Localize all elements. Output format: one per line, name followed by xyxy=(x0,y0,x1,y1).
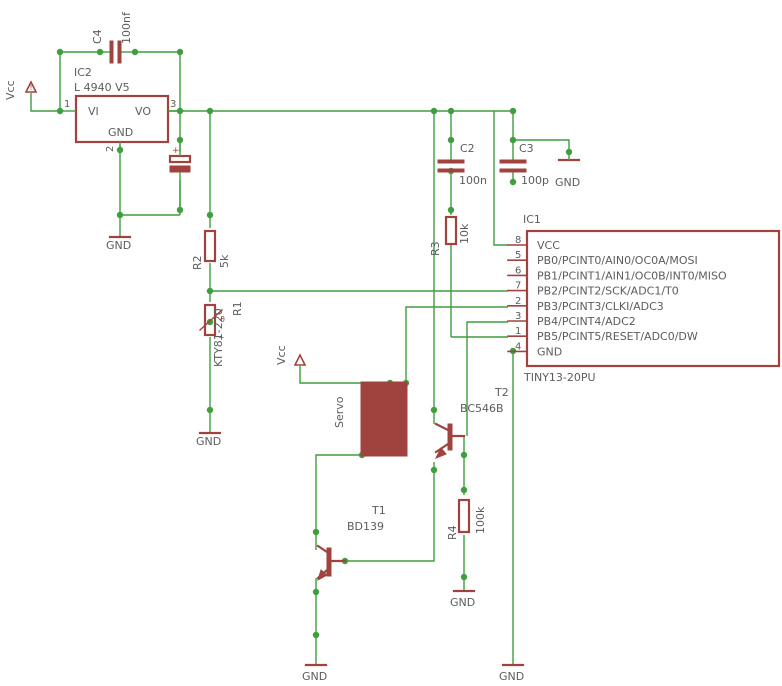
vcc-symbol-servo: Vcc xyxy=(275,345,307,366)
r4-value: 100k xyxy=(474,506,487,534)
ic1-pin-number-5: 5 xyxy=(515,250,521,261)
t2-transistor: T2 BC546B xyxy=(434,386,509,459)
r4-resistor: R4 100k xyxy=(446,498,487,540)
ic1-pin-number-3: 3 xyxy=(515,311,521,322)
ic2-pin-gnd: GND xyxy=(108,126,133,139)
ic1-pin-label-5: PB0/PCINT0/AIN0/OC0A/MOSI xyxy=(537,254,698,267)
gnd-label-ic1: GND xyxy=(499,670,524,683)
ic1-attiny13: IC1 TINY13-20PU 8 VCC 5 PB0/PCINT0/AIN0/OC0… xyxy=(507,213,781,384)
r3-value: 10k xyxy=(458,223,471,244)
svg-text:+: + xyxy=(172,146,180,156)
ic1-pin-number-8: 8 xyxy=(515,235,521,246)
ic2-pin-vo: VO xyxy=(135,105,151,118)
gnd-label-ic2: GND xyxy=(106,239,131,252)
ic1-pin-label-1: PB5/PCINT5/RESET/ADC0/DW xyxy=(537,330,698,343)
r1-thermistor: ϑ + KTY81-220 R1 xyxy=(199,301,244,367)
ic2-name: IC2 xyxy=(74,66,92,79)
gnd-symbol-r1: GND xyxy=(196,431,221,448)
ic1-pin-number-6: 6 xyxy=(515,265,521,276)
t1-transistor: T1 BD139 xyxy=(316,504,386,582)
servo-name: Servo xyxy=(333,396,346,428)
gnd-symbol-r4: GND xyxy=(450,589,475,609)
ic2-pin1: 1 xyxy=(64,99,70,110)
ic2-pin2: 2 xyxy=(105,146,116,152)
r1-name: R1 xyxy=(231,301,244,316)
gnd-symbol-t1: GND xyxy=(302,663,327,683)
ic2-pin3: 3 xyxy=(170,99,176,110)
r3-name: R3 xyxy=(429,241,442,256)
c2-capacitor: C2 100n xyxy=(437,142,487,187)
svg-text:!: ! xyxy=(30,84,33,92)
junctions xyxy=(56,48,573,639)
ic1-pin-label-3: PB4/PCINT4/ADC2 xyxy=(537,315,636,328)
r4-name: R4 xyxy=(446,525,459,540)
c2-name: C2 xyxy=(460,142,475,155)
ic1-pin-number-7: 7 xyxy=(515,281,521,292)
c4-name: C4 xyxy=(91,29,104,44)
t2-value: BC546B xyxy=(460,402,504,415)
gnd-label-t1: GND xyxy=(302,670,327,683)
electrolytic-capacitor: + xyxy=(168,140,192,210)
r2-name: R2 xyxy=(191,255,204,270)
r2-value: 5k xyxy=(218,254,231,268)
gnd-symbol-ic2: GND xyxy=(106,235,131,252)
svg-text:ϑ: ϑ xyxy=(220,315,225,324)
servo-block: Servo xyxy=(333,381,408,457)
t1-value: BD139 xyxy=(347,520,384,533)
gnd-label-r4: GND xyxy=(450,596,475,609)
gnd-label-r1: GND xyxy=(196,435,221,448)
c2-value: 100n xyxy=(459,174,487,187)
vcc-label-servo: Vcc xyxy=(275,345,288,365)
vcc-symbol-left: ! Vcc xyxy=(4,80,38,100)
vcc-label-left: Vcc xyxy=(4,80,17,100)
t1-name: T1 xyxy=(371,504,386,517)
ic2-pin-vi: VI xyxy=(88,105,99,118)
ic1-pin-list: 8 VCC 5 PB0/PCINT0/AIN0/OC0A/MOSI 6 PB1/PCINT… xyxy=(507,235,727,358)
r3-resistor: R3 10k xyxy=(429,215,471,256)
ic1-pin-label-7: PB2/PCINT2/SCK/ADC1/T0 xyxy=(537,285,679,298)
r2-resistor: R2 5k xyxy=(191,229,231,270)
svg-text:+: + xyxy=(218,333,225,342)
c3-capacitor: C3 100p xyxy=(499,142,549,187)
ic1-pin-label-6: PB1/PCINT1/AIN1/OC0B/INT0/MISO xyxy=(537,269,727,282)
ic1-value: TINY13-20PU xyxy=(523,371,596,384)
ic2-regulator: IC2 L 4940 V5 VI VO GND 1 2 3 xyxy=(60,66,180,152)
gnd-label-c3: GND xyxy=(555,176,580,189)
r1-value: KTY81-220 xyxy=(212,308,225,367)
c3-name: C3 xyxy=(519,142,534,155)
ic1-pin-number-4: 4 xyxy=(515,341,521,352)
gnd-symbol-c3: GND xyxy=(555,152,580,189)
c4-capacitor: C4 100nf xyxy=(91,11,135,64)
ic1-pin-number-1: 1 xyxy=(515,326,521,337)
ic1-pin-label-4: GND xyxy=(537,345,562,358)
c4-value: 100nf xyxy=(120,11,133,44)
ic2-value: L 4940 V5 xyxy=(74,81,130,94)
ic1-pin-number-2: 2 xyxy=(515,296,521,307)
c3-value: 100p xyxy=(521,174,549,187)
ic1-name: IC1 xyxy=(523,213,541,226)
ic1-pin-label-2: PB3/PCINT3/CLKI/ADC3 xyxy=(537,300,664,313)
gnd-symbol-ic1: GND xyxy=(499,663,524,683)
ic1-pin-label-8: VCC xyxy=(537,239,560,252)
t2-name: T2 xyxy=(494,386,509,399)
wires xyxy=(30,51,570,664)
